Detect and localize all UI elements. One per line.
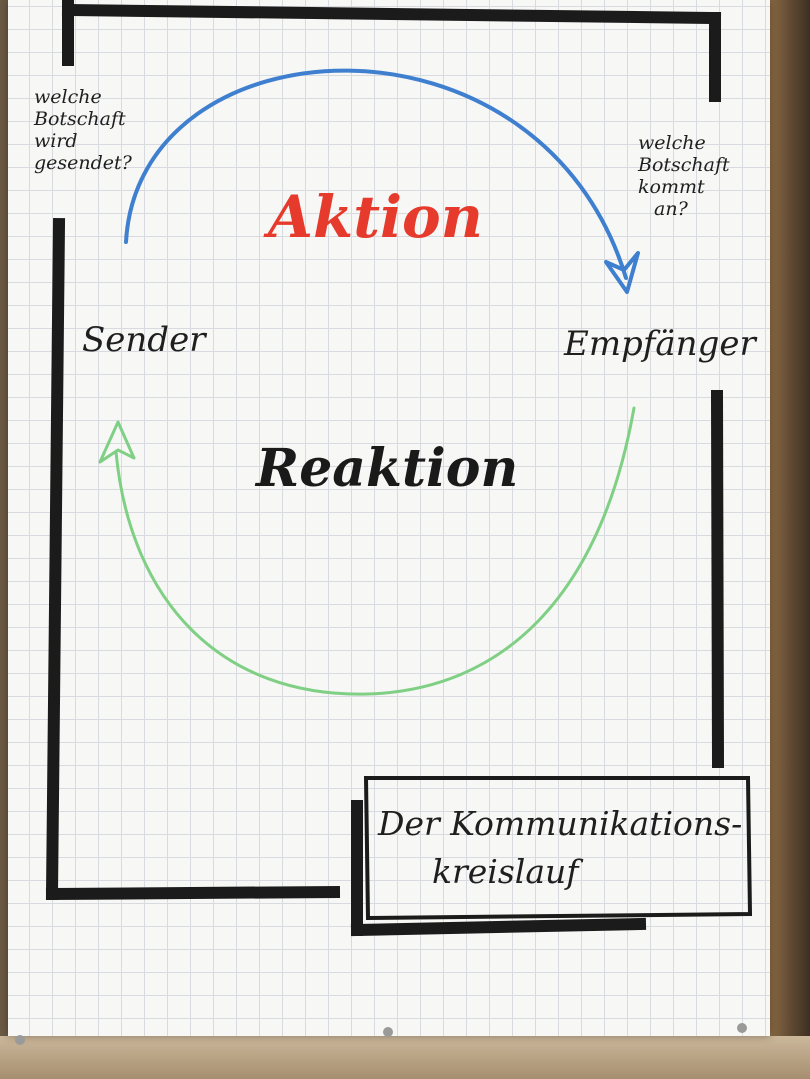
wooden-shelf bbox=[770, 0, 810, 1079]
question-receiver-line-1: welche bbox=[638, 132, 706, 154]
reaction-arrow bbox=[114, 406, 636, 696]
flipchart-paper bbox=[8, 0, 770, 1036]
question-sender-line-1: welche bbox=[34, 86, 102, 108]
question-receiver: welche Botschaft kommt an? bbox=[638, 132, 730, 220]
frame-top bbox=[61, 3, 722, 25]
question-sender-line-4: gesendet? bbox=[34, 152, 132, 174]
action-label: Aktion bbox=[268, 183, 483, 251]
title-box-line-1: Der Kommunikations- bbox=[378, 804, 743, 843]
question-sender: welche Botschaft wird gesendet? bbox=[34, 86, 132, 174]
reaction-arrowhead bbox=[98, 420, 136, 464]
frame-left bbox=[45, 217, 66, 901]
question-sender-line-3: wird bbox=[34, 130, 78, 152]
screw-right bbox=[737, 1023, 747, 1033]
title-box-border bbox=[363, 776, 753, 921]
board-tray bbox=[0, 1036, 810, 1079]
question-receiver-line-3: kommt bbox=[638, 176, 705, 198]
title-box-text: Der Kommunikations- kreislauf bbox=[378, 800, 742, 896]
action-arrow bbox=[124, 68, 628, 280]
question-receiver-line-2: Botschaft bbox=[638, 154, 730, 176]
frame-lines bbox=[45, 0, 725, 901]
title-box-shadow-bottom bbox=[350, 917, 647, 937]
title-box-frame bbox=[350, 776, 753, 937]
screw-left bbox=[15, 1035, 25, 1045]
sender-label: Sender bbox=[82, 320, 206, 360]
question-sender-line-2: Botschaft bbox=[34, 108, 126, 130]
reaction-label: Reaktion bbox=[256, 438, 519, 499]
frame-bottom-left bbox=[45, 885, 341, 901]
receiver-label: Empfänger bbox=[564, 324, 756, 364]
screw-center bbox=[383, 1027, 393, 1037]
question-receiver-line-4: an? bbox=[654, 198, 688, 220]
title-box-line-2: kreislauf bbox=[432, 852, 579, 891]
action-arrowhead bbox=[604, 251, 640, 294]
frame-right bbox=[710, 389, 725, 769]
